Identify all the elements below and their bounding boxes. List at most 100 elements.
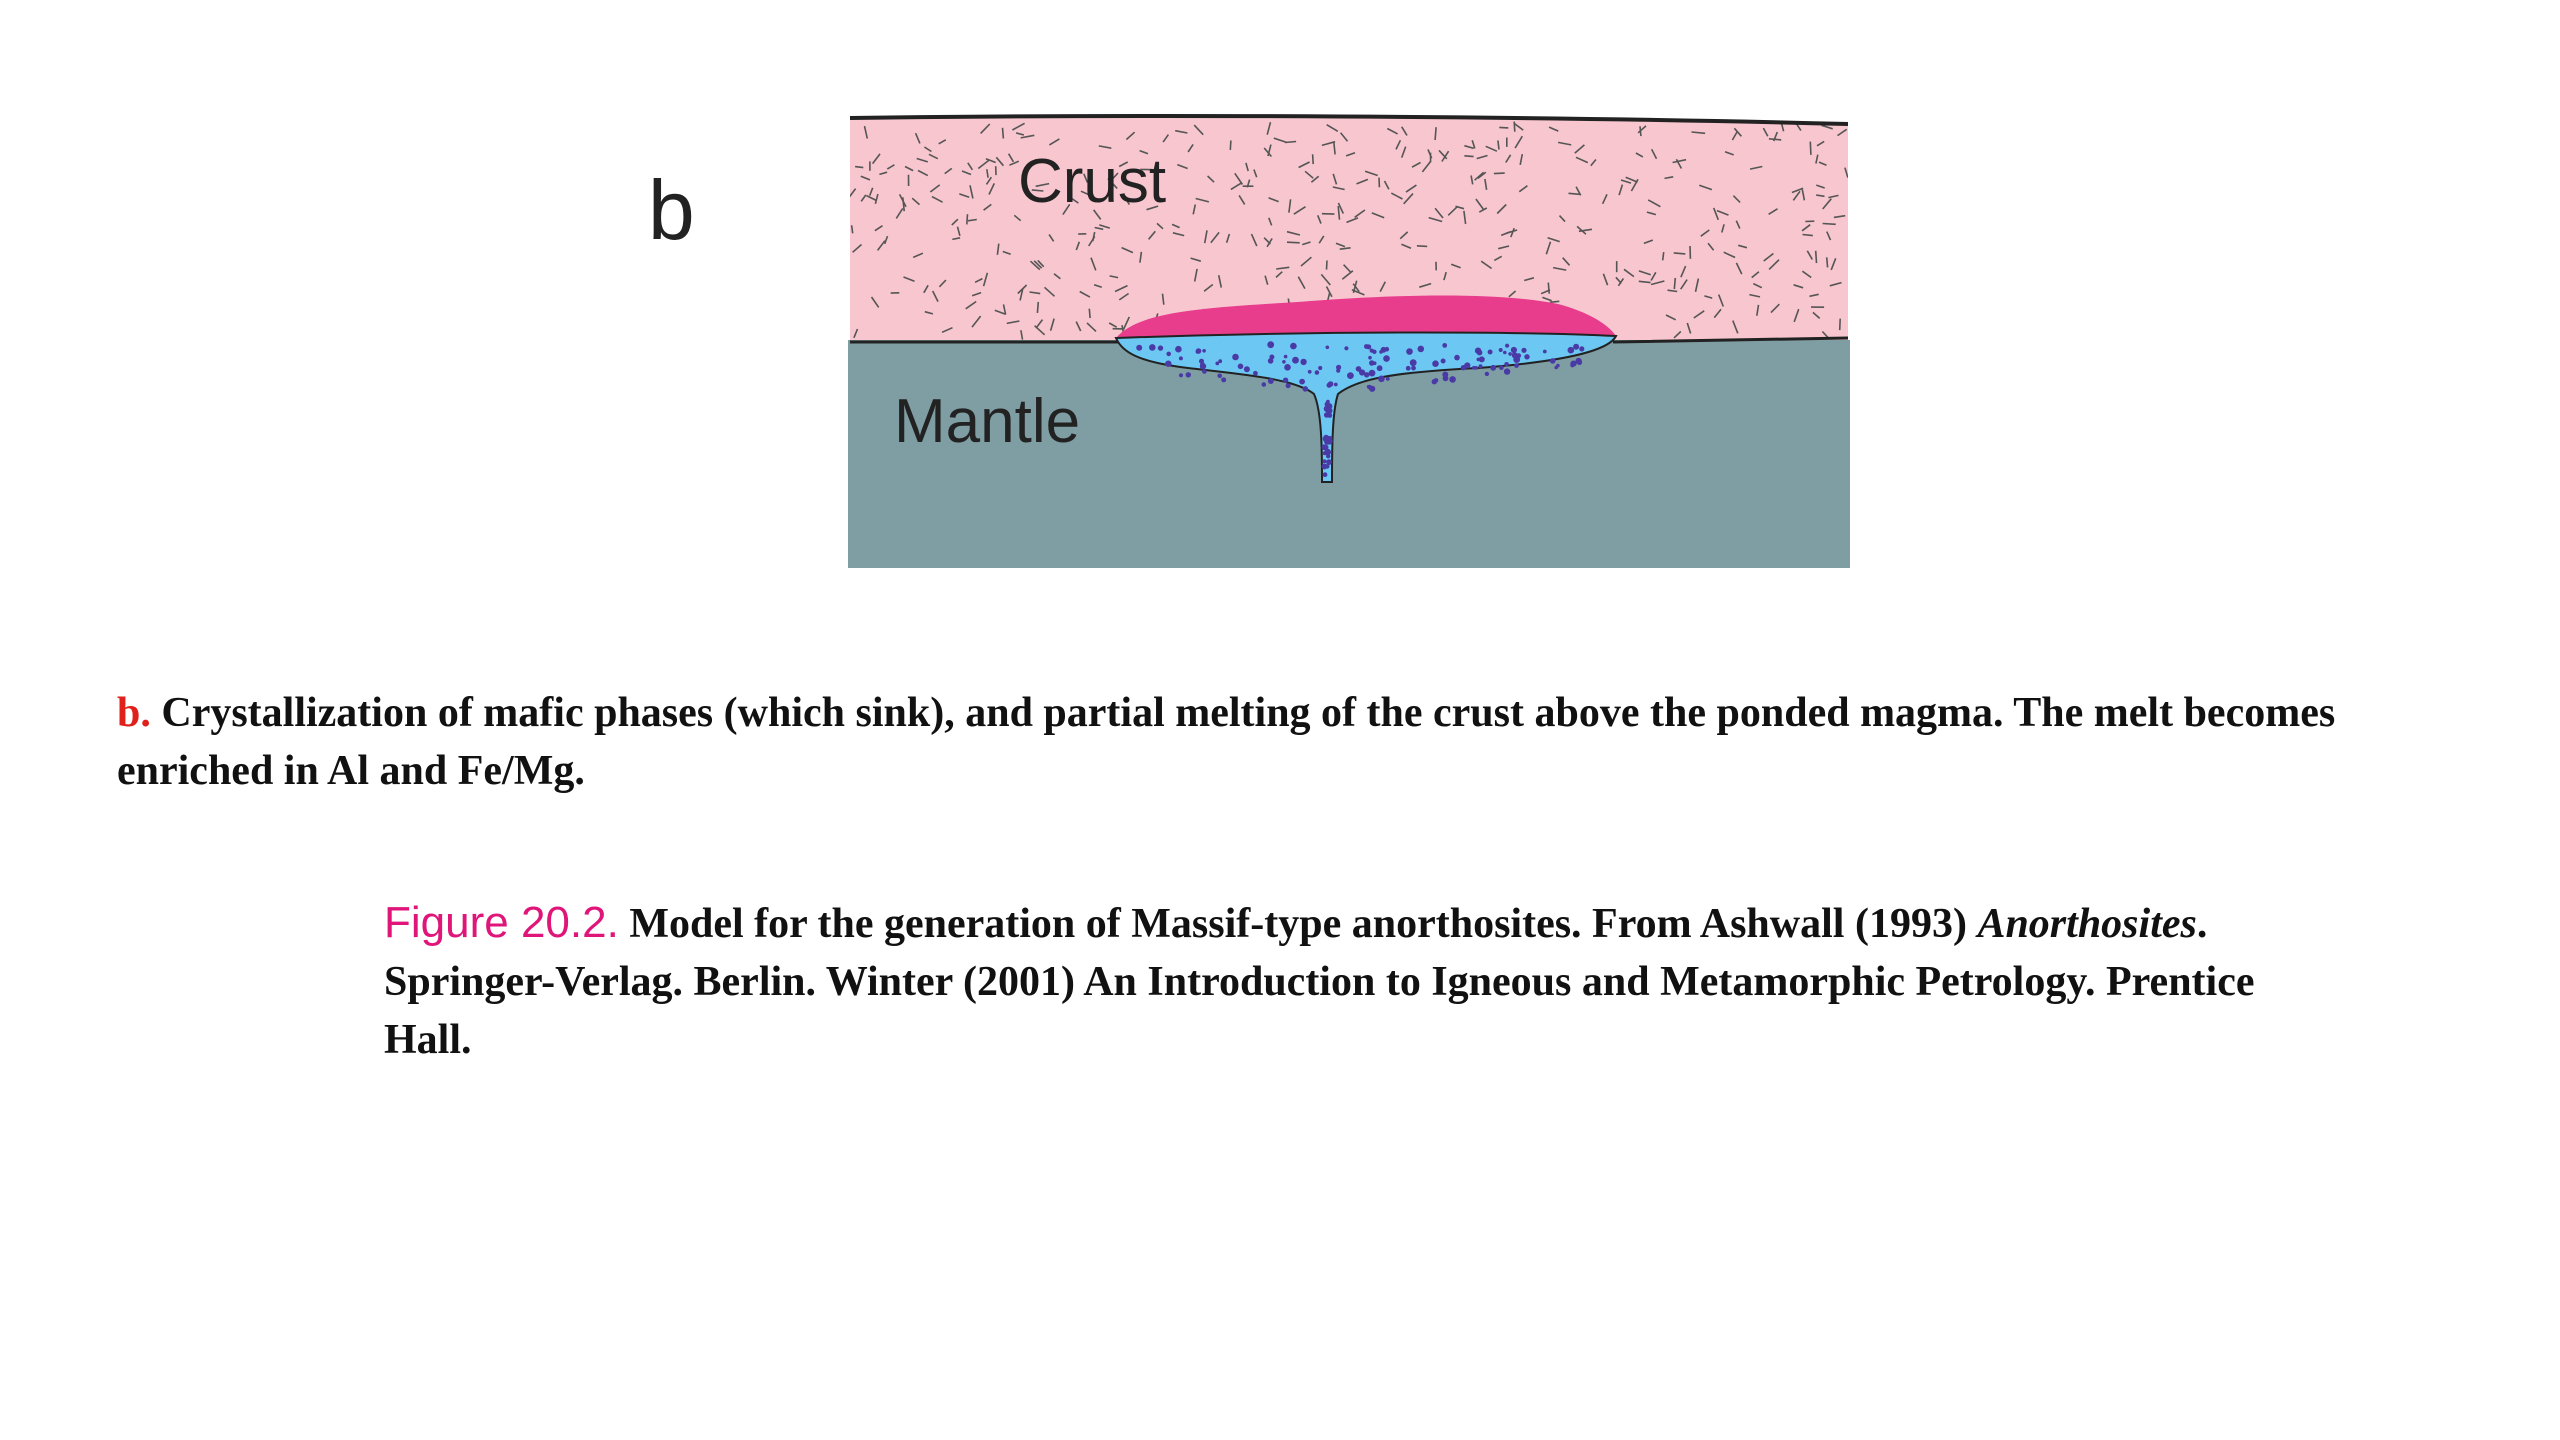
- crust-dash: [916, 157, 929, 163]
- crystal: [1440, 358, 1446, 364]
- crust-dash: [1793, 308, 1800, 323]
- caption-text: Crystallization of mafic phases (which s…: [117, 690, 2336, 794]
- crust-dash: [1048, 138, 1060, 146]
- crust-dash: [1470, 175, 1474, 185]
- figure-caption: Figure 20.2. Model for the generation of…: [384, 894, 2344, 1069]
- crust-dash: [895, 207, 904, 219]
- crust-dash: [1672, 158, 1687, 164]
- crust-dash: [1118, 292, 1130, 301]
- crystal: [1284, 364, 1291, 371]
- crust-dash: [1298, 161, 1310, 169]
- crust-dash: [1037, 259, 1045, 268]
- crust-dash: [1578, 228, 1593, 233]
- crust-dash: [1190, 257, 1202, 262]
- crust-dash: [995, 156, 1005, 167]
- crust-dash: [1049, 318, 1055, 331]
- figure-label: Figure 20.2.: [384, 898, 619, 947]
- crust-dash: [1035, 319, 1044, 329]
- crust-dash: [1098, 145, 1112, 149]
- mantle-label: Mantle: [894, 387, 1080, 456]
- crust-dash: [1735, 262, 1743, 275]
- crystal: [1322, 451, 1327, 456]
- crystal: [1359, 369, 1366, 376]
- crust-dash: [1547, 236, 1560, 243]
- crust-dash: [1090, 257, 1097, 271]
- crust-dash: [1253, 169, 1258, 178]
- crystal: [1166, 351, 1171, 357]
- crystal: [1302, 386, 1309, 392]
- crust-dash: [1109, 275, 1119, 279]
- crystal: [1503, 350, 1507, 355]
- crust-dash: [1364, 170, 1378, 177]
- crystal: [1327, 381, 1334, 387]
- crust-dash: [1161, 293, 1165, 305]
- crust-dash: [1395, 139, 1402, 150]
- crust-top-line: [849, 114, 1849, 126]
- crust-dash: [1020, 330, 1024, 340]
- crust-dash: [871, 153, 881, 165]
- crust-dash: [1643, 239, 1654, 245]
- crystal: [1307, 369, 1312, 374]
- crystal: [1510, 346, 1517, 354]
- crust-dash: [870, 296, 880, 308]
- crust-dash: [1275, 271, 1283, 278]
- crust-dash: [1326, 124, 1339, 132]
- crust-dash: [1756, 304, 1760, 316]
- crystal: [1442, 343, 1448, 348]
- crust-dash: [1704, 295, 1713, 299]
- crust-dash: [1638, 280, 1651, 284]
- crust-dash: [1816, 194, 1825, 198]
- crust-dash: [1838, 318, 1841, 331]
- crust-dash: [1062, 203, 1071, 216]
- crust-dash: [879, 171, 888, 176]
- crust-dash: [944, 167, 953, 175]
- crust-dash: [1717, 294, 1725, 307]
- crystal: [1314, 370, 1320, 375]
- crust-dash: [1590, 158, 1597, 167]
- crust-dash: [1713, 308, 1722, 319]
- panel-caption: b. Crystallization of mafic phases (whic…: [117, 684, 2447, 800]
- crust-dash: [914, 132, 921, 144]
- crust-dash: [1806, 250, 1813, 260]
- crust-dash: [1268, 217, 1273, 226]
- crust-dash: [1680, 279, 1688, 290]
- crystal: [1195, 348, 1202, 354]
- crust-dash: [1471, 139, 1476, 149]
- crust-dash: [1500, 231, 1511, 237]
- crust-dash: [983, 203, 992, 211]
- crust-dash: [855, 165, 864, 169]
- crust-dash: [1480, 260, 1493, 270]
- crust-dash: [1549, 300, 1560, 304]
- crust-dash: [1732, 195, 1741, 203]
- crystal: [1417, 345, 1425, 353]
- crust-dash: [1615, 276, 1622, 284]
- crystal: [1478, 364, 1483, 369]
- crust-dash: [1844, 167, 1848, 178]
- crust-dash: [1210, 231, 1220, 244]
- crust-dash: [1680, 265, 1687, 278]
- crust-dash: [1548, 126, 1559, 132]
- crystal: [1474, 347, 1482, 354]
- crystal: [1567, 346, 1575, 354]
- crust-dash: [1793, 284, 1804, 289]
- crust-dash: [1121, 246, 1134, 254]
- crystal: [1385, 377, 1390, 381]
- crust-dash: [1647, 199, 1661, 208]
- crust-dash: [876, 240, 886, 251]
- crust-dash: [1006, 320, 1020, 325]
- crystal: [1556, 363, 1560, 368]
- crust-dash: [1088, 235, 1096, 247]
- crystal: [1514, 363, 1519, 368]
- crust-dash: [1033, 260, 1043, 269]
- crust-dash: [1099, 224, 1111, 229]
- crystal: [1364, 372, 1370, 378]
- crust-dash: [1192, 204, 1197, 215]
- crust-dash: [1673, 277, 1677, 290]
- crystal: [1504, 362, 1509, 367]
- crust-dash: [1731, 131, 1738, 141]
- crust-dash: [1623, 268, 1635, 278]
- crust-dash: [1416, 245, 1428, 248]
- crust-dash: [1345, 152, 1356, 157]
- crust-dash: [1518, 185, 1528, 193]
- crust-dash: [1250, 233, 1258, 247]
